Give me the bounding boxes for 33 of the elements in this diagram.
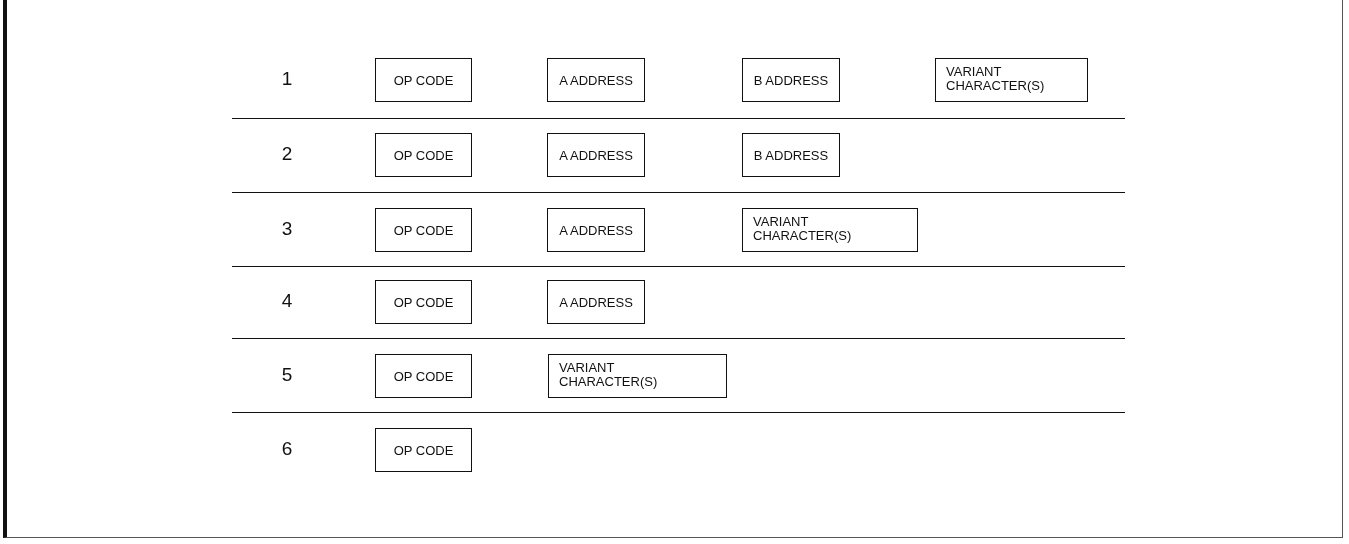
field-label: OP CODE bbox=[393, 222, 454, 238]
field-box bbox=[375, 280, 472, 324]
row-number: 5 bbox=[280, 364, 294, 386]
field-box bbox=[547, 58, 645, 102]
field-label: OP CODE bbox=[393, 72, 454, 88]
field-box bbox=[742, 208, 918, 252]
row-number: 6 bbox=[280, 438, 294, 460]
field-box bbox=[547, 280, 645, 324]
field-box bbox=[375, 133, 472, 177]
field-box bbox=[548, 354, 727, 398]
row-number: 2 bbox=[280, 143, 294, 165]
field-box bbox=[375, 354, 472, 398]
field-box bbox=[547, 133, 645, 177]
field-label: A ADDRESS bbox=[559, 72, 633, 88]
field-label: OP CODE bbox=[393, 368, 454, 384]
field-label: A ADDRESS bbox=[559, 294, 633, 310]
row-number: 1 bbox=[280, 68, 294, 90]
field-box bbox=[375, 428, 472, 472]
field-label: OP CODE bbox=[393, 442, 454, 458]
row-number: 3 bbox=[280, 218, 294, 240]
field-label: OP CODE bbox=[393, 147, 454, 163]
row-number: 4 bbox=[280, 290, 294, 312]
field-box bbox=[742, 58, 840, 102]
field-label: OP CODE bbox=[393, 294, 454, 310]
field-label: B ADDRESS bbox=[753, 72, 829, 88]
field-box bbox=[742, 133, 840, 177]
field-label: A ADDRESS bbox=[559, 147, 633, 163]
field-box bbox=[935, 58, 1088, 102]
field-box bbox=[547, 208, 645, 252]
field-box bbox=[375, 58, 472, 102]
field-box bbox=[375, 208, 472, 252]
field-label: B ADDRESS bbox=[753, 147, 829, 163]
field-label: A ADDRESS bbox=[559, 222, 633, 238]
